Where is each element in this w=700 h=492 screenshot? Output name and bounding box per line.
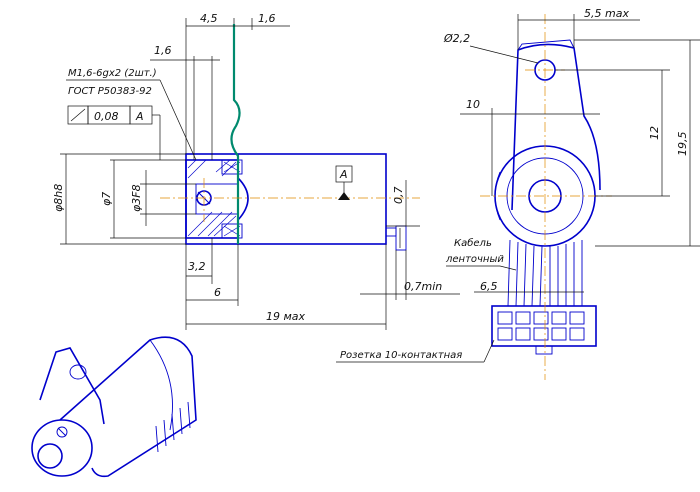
dim-7: φ7 bbox=[100, 192, 113, 206]
dim-12: 12 bbox=[648, 126, 661, 140]
tolerance-frame: 0,08 А bbox=[67, 105, 161, 160]
socket-label: Розетка 10-контактная bbox=[340, 350, 462, 361]
cap-section bbox=[185, 159, 239, 239]
body-outline bbox=[185, 153, 387, 245]
dim-19: 19 мах bbox=[266, 310, 306, 323]
dim-3-2: 3,2 bbox=[188, 260, 206, 273]
connector-socket bbox=[491, 305, 597, 355]
dim-1-6-top: 1,6 bbox=[258, 12, 276, 25]
cable-label-1: Кабель bbox=[454, 237, 492, 249]
thread-label: М1,6-6gх2 (2шт.) bbox=[68, 68, 157, 79]
svg-text:0,08: 0,08 bbox=[94, 110, 119, 123]
iso-front-face bbox=[31, 419, 93, 477]
shaft-profile bbox=[230, 24, 241, 244]
dim-6: 6 bbox=[214, 286, 221, 299]
iso-body bbox=[59, 336, 197, 478]
dim-8h8: φ8h8 bbox=[52, 184, 65, 212]
front-view: 5,5 max Ø2,2 10 12 19,5 6,5 Кабель ленто… bbox=[336, 7, 700, 380]
isometric-view bbox=[31, 336, 197, 478]
dim-2-2: Ø2,2 bbox=[443, 32, 470, 45]
dim-3f8: φ3F8 bbox=[130, 184, 143, 212]
dim-0-7: 0,7 bbox=[392, 187, 405, 205]
svg-text:А: А bbox=[135, 110, 144, 123]
iso-cable bbox=[155, 401, 191, 453]
iso-flange bbox=[39, 347, 105, 425]
dim-1-6: 1,6 bbox=[154, 44, 172, 57]
flange-lug bbox=[511, 43, 601, 211]
dim-4-5: 4,5 bbox=[200, 12, 218, 25]
dim-5-5: 5,5 max bbox=[584, 7, 629, 20]
cable-label-2: ленточный bbox=[445, 254, 504, 265]
ribbon-cable bbox=[507, 239, 583, 307]
dim-10: 10 bbox=[466, 98, 480, 111]
dim-6-5: 6,5 bbox=[480, 280, 498, 293]
gost-label: ГОСТ Р50383-92 bbox=[68, 86, 152, 97]
side-view: А 0,08 А М1,6-6gх2 (2шт.) ГОСТ Р50383-92… bbox=[52, 12, 460, 330]
datum-letter: А bbox=[339, 168, 348, 181]
dim-19-5: 19,5 bbox=[676, 132, 689, 157]
dim-0-7min: 0,7min bbox=[404, 280, 442, 293]
